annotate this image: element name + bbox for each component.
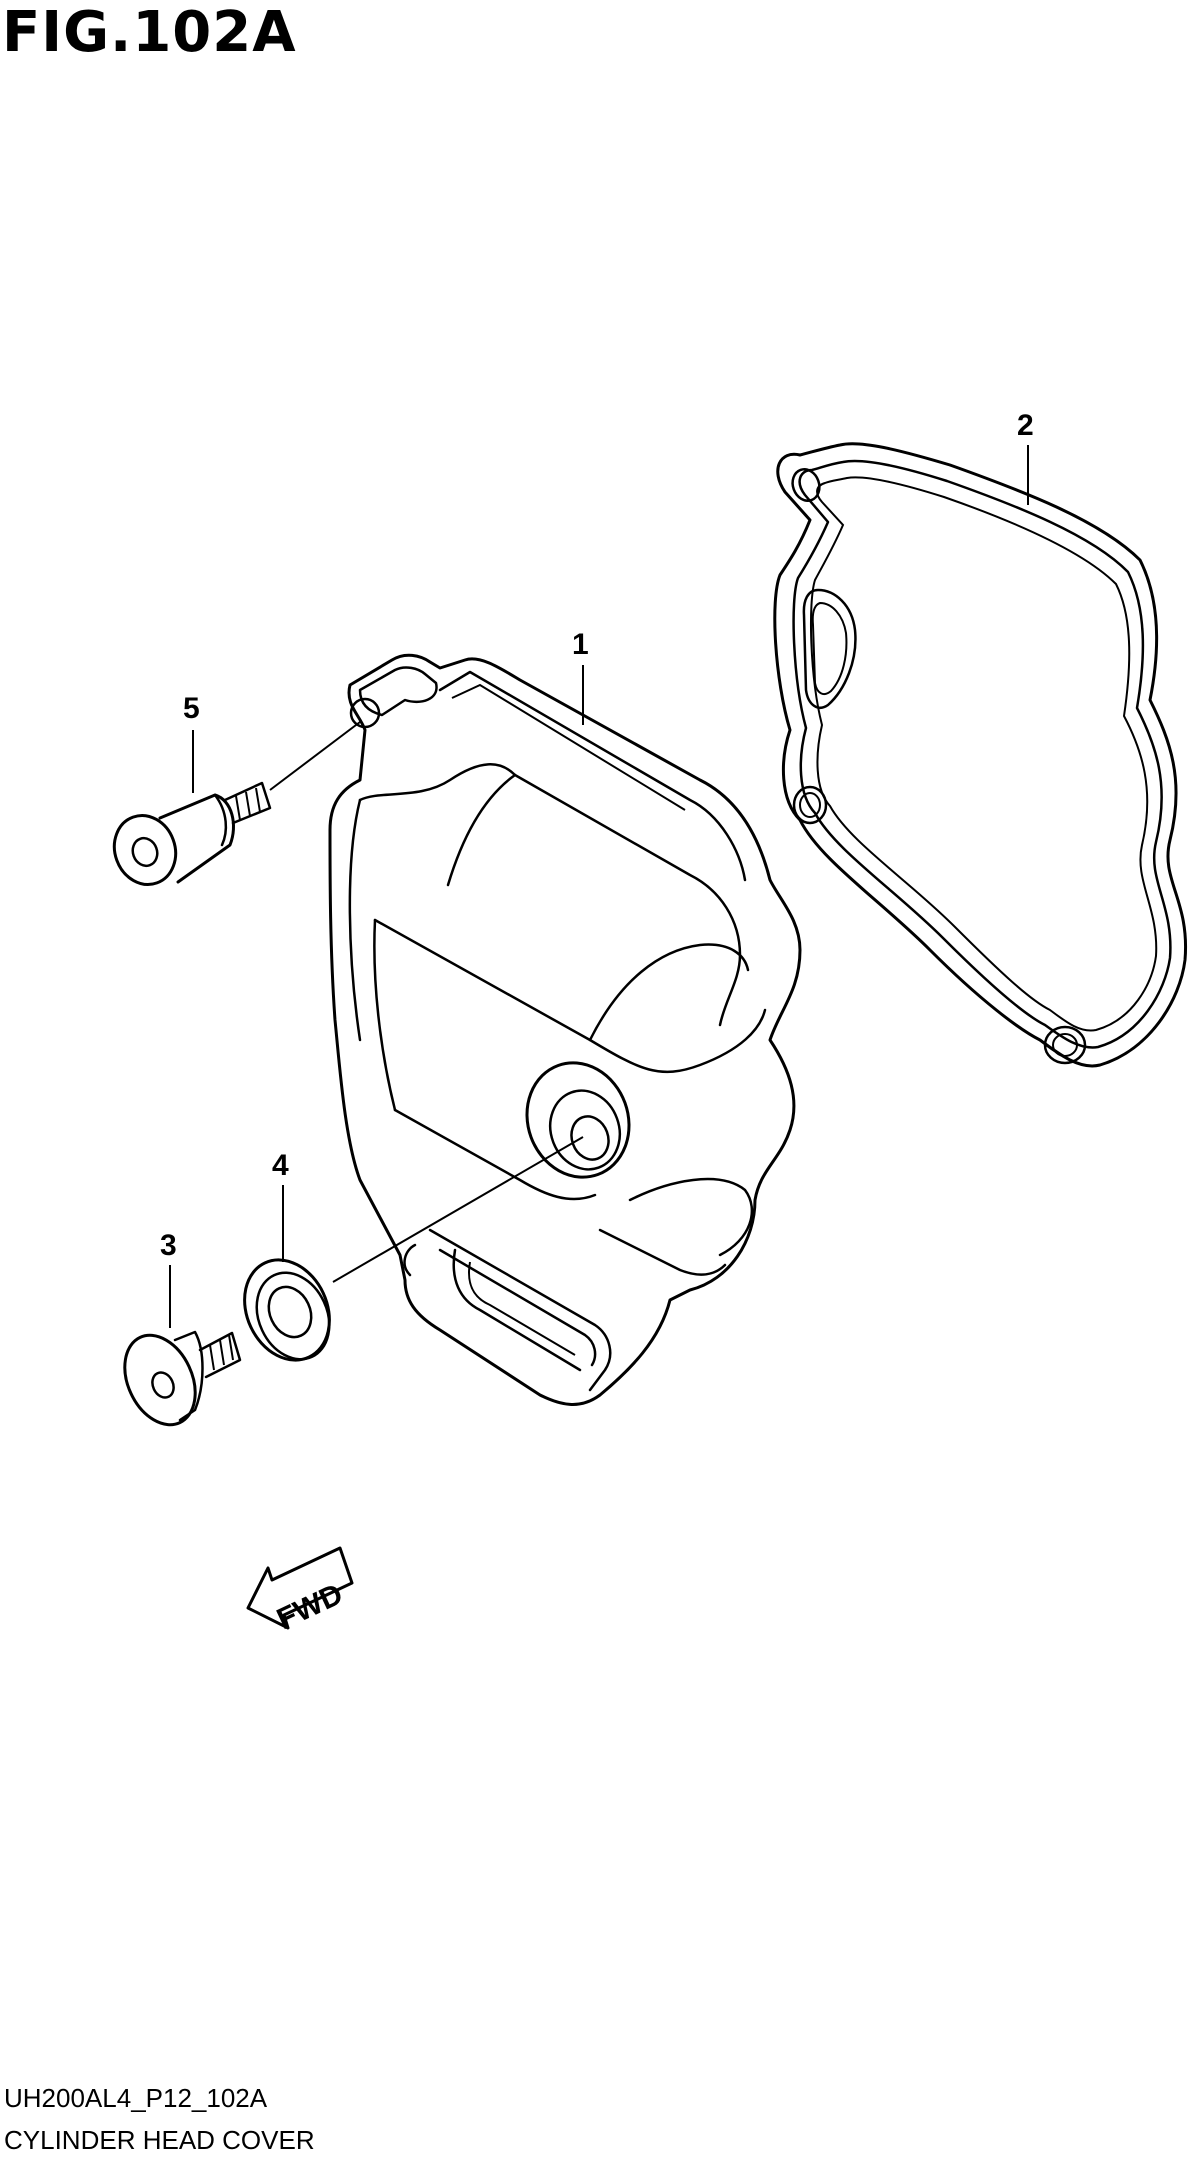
callout-2: 2 [1017,409,1034,442]
figure-caption: CYLINDER HEAD COVER [4,2125,315,2155]
cover-bolt-part: 5 [112,692,361,886]
callout-4: 4 [272,1149,289,1182]
forward-arrow: FWD [246,1546,354,1637]
plug-bolt-part: 3 [123,1229,242,1427]
callout-5: 5 [183,692,200,725]
figure-title: FIG.102A [2,0,297,65]
callout-1: 1 [572,628,589,661]
callout-3: 3 [160,1229,177,1262]
figure-code: UH200AL4_P12_102A [4,2083,268,2113]
fwd-label: FWD [272,1578,348,1637]
cylinder-head-cover-part: 1 [328,628,802,1406]
gasket-part: 2 [773,409,1188,1068]
o-ring-seal-part: 4 [243,1136,584,1362]
